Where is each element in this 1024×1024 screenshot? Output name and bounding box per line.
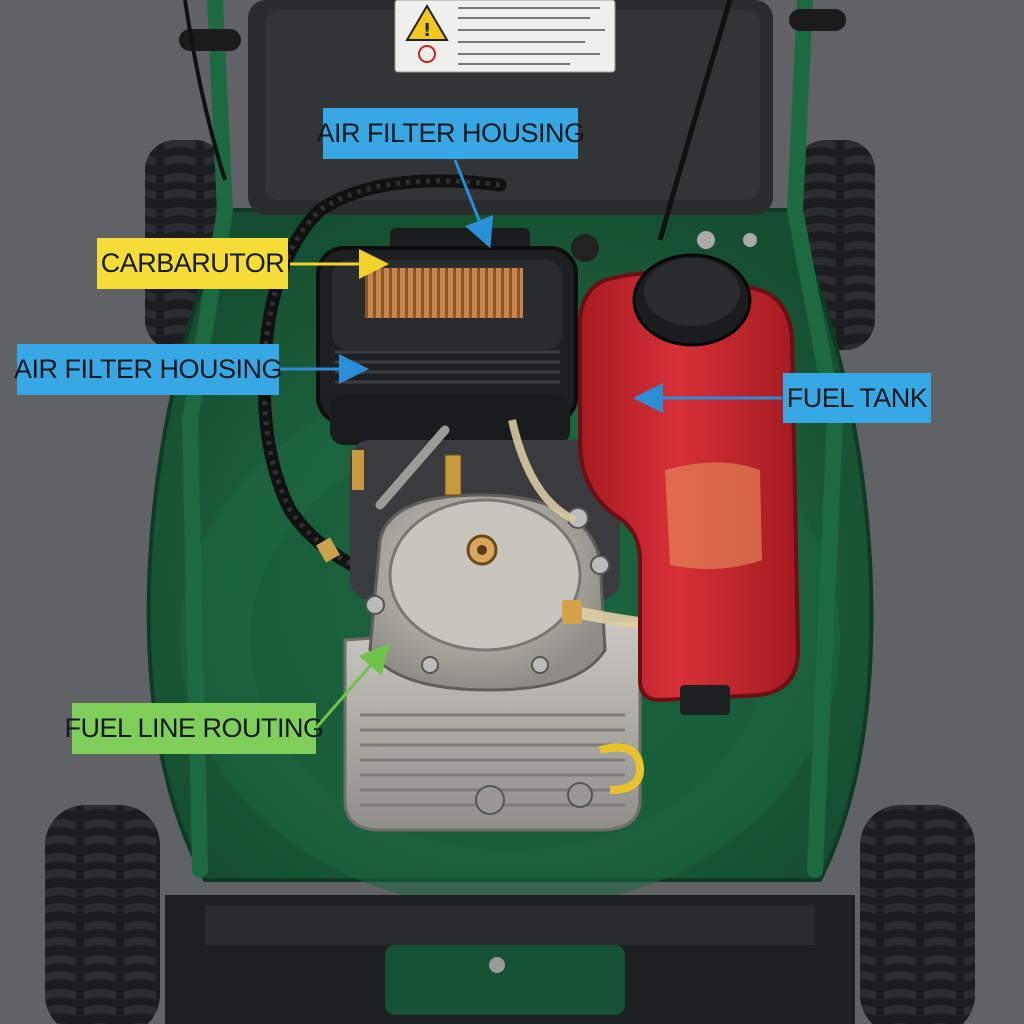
- warning-triangle-icon: !: [405, 4, 449, 41]
- carburetor-cover: [352, 425, 610, 692]
- front-left-wheel: [45, 805, 160, 1024]
- air-filter-housing: [316, 228, 578, 445]
- label-fuel-line-routing: FUEL LINE ROUTING: [64, 703, 324, 754]
- label-air-filter-housing-left: AIR FILTER HOUSING: [14, 344, 283, 395]
- label-air-filter-housing-top: AIR FILTER HOUSING: [316, 108, 585, 159]
- label-fuel-tank: FUEL TANK: [783, 373, 931, 423]
- label-carburetor: CARBARUTOR: [97, 238, 288, 289]
- fuel-cap-icon: [632, 253, 752, 347]
- front-right-wheel: [860, 805, 975, 1024]
- svg-text:!: !: [423, 20, 431, 41]
- fuel-tank: [578, 270, 801, 715]
